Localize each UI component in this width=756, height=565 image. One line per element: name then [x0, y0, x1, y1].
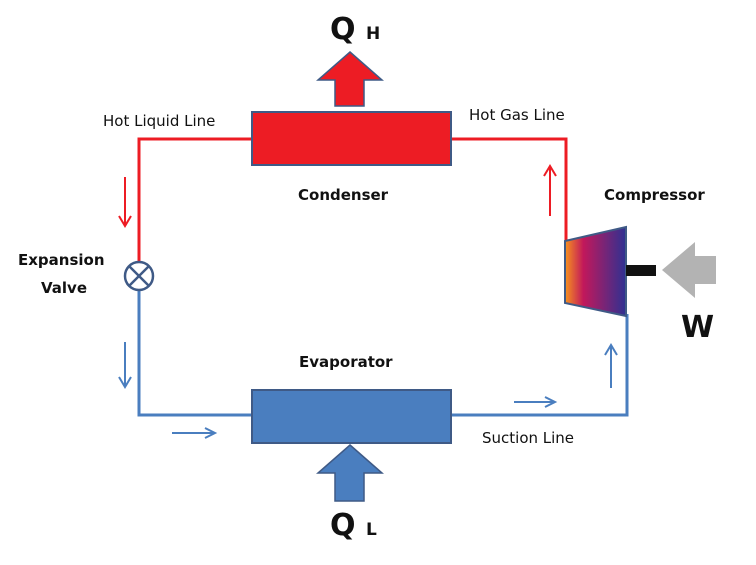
evaporator	[251, 389, 452, 444]
heat-in-label: Q L	[330, 508, 377, 543]
hot-gas-line-label: Hot Gas Line	[469, 106, 565, 124]
expansion-valve-icon	[123, 260, 155, 292]
flow-arrow-up-red	[543, 164, 557, 216]
condenser	[251, 111, 452, 166]
flow-arrow-right-blue	[514, 396, 558, 408]
suction-line-label: Suction Line	[482, 429, 575, 447]
qh-symbol: Q	[330, 12, 356, 47]
heat-out-label: Q H	[330, 12, 380, 47]
condenser-label: Condenser	[298, 186, 389, 204]
evaporator-label: Evaporator	[299, 353, 393, 371]
flow-arrow-down-red	[118, 177, 132, 228]
flow-arrow-up-blue	[604, 343, 618, 388]
suction-line	[451, 314, 629, 417]
ql-symbol: Q	[330, 508, 356, 543]
flow-arrow-down-blue	[118, 342, 132, 389]
compressor-shaft	[626, 265, 656, 276]
qh-subscript: H	[365, 24, 381, 44]
heat-out-arrow	[316, 51, 384, 107]
hot-liquid-line	[137, 137, 252, 262]
work-in-arrow	[662, 242, 716, 298]
heat-in-arrow	[316, 444, 384, 502]
liquid-to-evaporator-line	[137, 290, 252, 417]
compressor-label: Compressor	[604, 186, 705, 204]
work-label: W	[681, 310, 715, 345]
expansion-valve-label-line1: Expansion	[18, 251, 105, 269]
flow-arrow-right-blue	[172, 427, 218, 439]
expansion-valve-label-line2: Valve	[41, 279, 88, 297]
hot-gas-line	[451, 137, 568, 241]
ql-subscript: L	[365, 520, 377, 540]
hot-liquid-line-label: Hot Liquid Line	[103, 112, 216, 130]
compressor	[564, 225, 627, 318]
